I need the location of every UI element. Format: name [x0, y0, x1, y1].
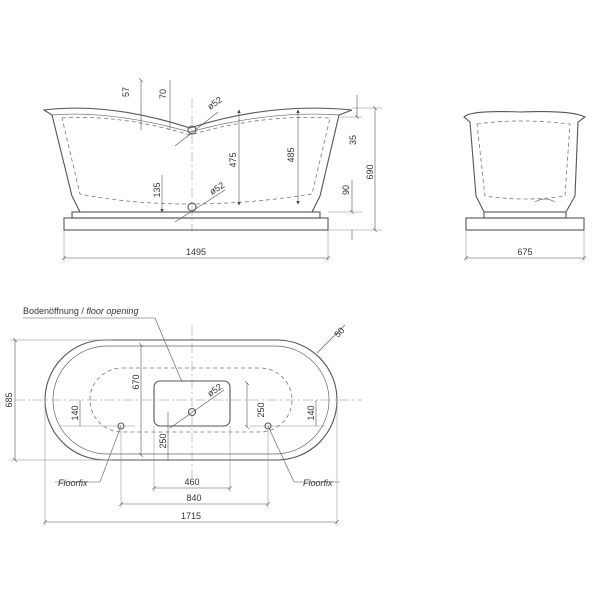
dim-675: 675 [517, 247, 532, 257]
dim-phi52-top: ø52 [205, 95, 223, 112]
top-drain [187, 407, 197, 417]
dim-140-right: 140 [306, 405, 316, 420]
side-view: 57 70 ø52 475 485 135 ø52 35 90 690 1495 [42, 80, 382, 262]
dim-1715: 1715 [181, 511, 201, 521]
dim-685: 685 [4, 392, 14, 407]
dim-485: 485 [286, 147, 296, 162]
end-base-top [483, 211, 567, 219]
dim-50: 50 [332, 325, 346, 339]
dim-1495: 1495 [186, 247, 206, 257]
dim-70: 70 [158, 89, 168, 99]
end-inner-dashed [476, 120, 571, 200]
side-base-plinth-top [71, 211, 321, 219]
dim-35: 35 [348, 135, 358, 145]
dim-140-left: 140 [70, 405, 80, 420]
top-view: ø52 Bodenöffnung / floor opening 50 685 … [4, 306, 362, 526]
side-tub-outline [42, 107, 353, 213]
dim-135: 135 [152, 182, 162, 197]
dim-475: 475 [228, 152, 238, 167]
dim-57: 57 [121, 87, 131, 97]
end-base [465, 217, 585, 231]
dim-90: 90 [341, 185, 351, 195]
dim-690: 690 [365, 164, 375, 179]
floorfix-label-left: Floorfix [58, 478, 88, 488]
dim-250-right: 250 [256, 402, 266, 417]
dim-840: 840 [186, 493, 201, 503]
side-inner-dashed [61, 116, 331, 205]
end-tub-outline [463, 111, 587, 213]
dim-phi52-top-view: ø52 [205, 382, 223, 399]
dim-460: 460 [184, 477, 199, 487]
dim-250-left: 250 [158, 433, 168, 448]
end-view: 675 [463, 111, 587, 262]
floorfix-label-right: Floorfix [303, 478, 333, 488]
dim-670: 670 [131, 374, 141, 389]
side-base-plinth [63, 217, 329, 231]
floor-opening-label: Bodenöffnung / floor opening [23, 306, 138, 316]
dim-phi52-bottom: ø52 [208, 180, 226, 197]
